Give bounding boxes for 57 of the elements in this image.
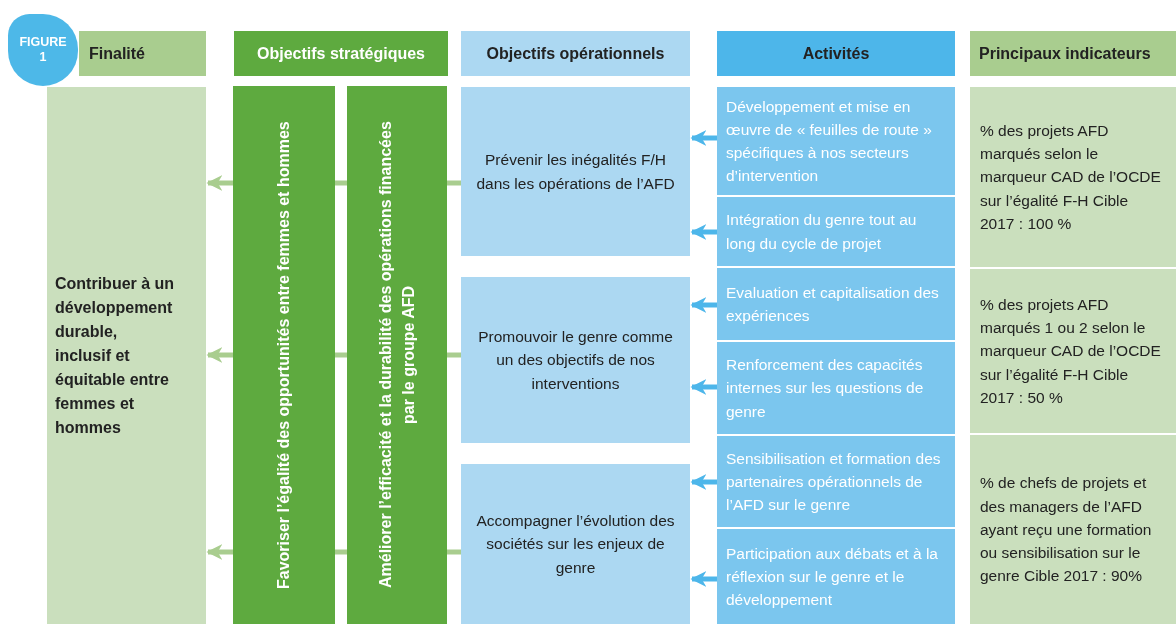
- arrow: [690, 224, 717, 240]
- goal-text: Contribuer à un développement durable, inclusif et équitable entre femmes et hommes: [55, 273, 175, 438]
- activity-cell: [717, 342, 955, 434]
- arrow: [690, 379, 717, 395]
- column-title: Principaux indicateurs: [979, 43, 1151, 64]
- activity-text: Sensibilisation et formation des partenaires opérationnels de l’AFD sur le genre: [726, 448, 942, 516]
- objective-box: [461, 277, 690, 443]
- connector-line: [335, 352, 347, 358]
- activity-text: Participation aux débats et à la réflexion sur le genre et le développement: [726, 543, 939, 611]
- indicator-cell: [970, 269, 1176, 433]
- indicator-cell: [970, 87, 1176, 267]
- column-title: Finalité: [89, 43, 145, 64]
- indicator-text: % des projets AFD marqués selon le marqueur CAD de l’OCDE sur l’égalité F-H Cible 2017 : 100 %: [980, 120, 1162, 234]
- arrow: [690, 474, 717, 490]
- activity-cell: [717, 268, 955, 340]
- column-header: [717, 31, 955, 76]
- figure-badge: [8, 14, 78, 86]
- figure-label: FIGURE 1: [18, 35, 68, 65]
- objective-bar: [233, 86, 335, 624]
- activity-cell: [717, 529, 955, 624]
- objective-box: [461, 464, 690, 624]
- activity-cell: [717, 197, 955, 266]
- objective-text: Accompagner l’évolution des sociétés sur les enjeux de genre: [475, 511, 676, 578]
- objective-text: Prévenir les inégalités F/H dans les opérations de l’AFD: [475, 150, 676, 194]
- objective-text: Améliorer l’efficacité et la durabilité des opérations financées par le groupe AFD: [375, 120, 418, 591]
- activity-cell: [717, 87, 955, 195]
- column-title: Objectifs stratégiques: [256, 43, 425, 64]
- column-title: Objectifs opérationnels: [486, 43, 665, 64]
- arrow: [690, 130, 717, 146]
- activity-cell: [717, 436, 955, 527]
- indicator-cell: [970, 435, 1176, 624]
- indicator-text: % de chefs de projets et des managers de l’AFD ayant reçu une formation ou sensibilisation sur le genre Cible 2017 : 90%: [980, 473, 1153, 587]
- column-header: [234, 31, 448, 76]
- connector-line: [335, 180, 347, 186]
- connector-line: [447, 549, 461, 555]
- objective-text: Promouvoir le genre comme un des objectifs de nos interventions: [477, 327, 674, 394]
- column-header: [970, 31, 1176, 76]
- objective-text: Favoriser l’égalité des opportunités entre femmes et hommes: [274, 120, 294, 591]
- column-header: [79, 31, 206, 76]
- column-header: [461, 31, 690, 76]
- objective-box: [461, 87, 690, 256]
- column-title: Activités: [802, 43, 870, 64]
- arrow: [690, 571, 717, 587]
- connector-line: [447, 352, 461, 358]
- activity-text: Renforcement des capacités internes sur les questions de genre: [726, 355, 925, 422]
- arrow: [206, 544, 233, 560]
- activity-text: Développement et mise en œuvre de « feuilles de route » spécifiques à nos secteurs d’intervention: [726, 96, 933, 187]
- goal-panel: [47, 87, 206, 624]
- arrow: [206, 347, 233, 363]
- activity-text: Intégration du genre tout au long du cycle de projet: [726, 210, 918, 254]
- connector-line: [335, 549, 347, 555]
- arrow: [206, 175, 233, 191]
- arrow: [690, 297, 717, 313]
- activity-text: Evaluation et capitalisation des expériences: [726, 282, 940, 326]
- objective-bar: [347, 86, 447, 624]
- indicator-text: % des projets AFD marqués 1 ou 2 selon le marqueur CAD de l’OCDE sur l’égalité F-H Cible 2017 : 50 %: [980, 294, 1162, 408]
- connector-line: [447, 180, 461, 186]
